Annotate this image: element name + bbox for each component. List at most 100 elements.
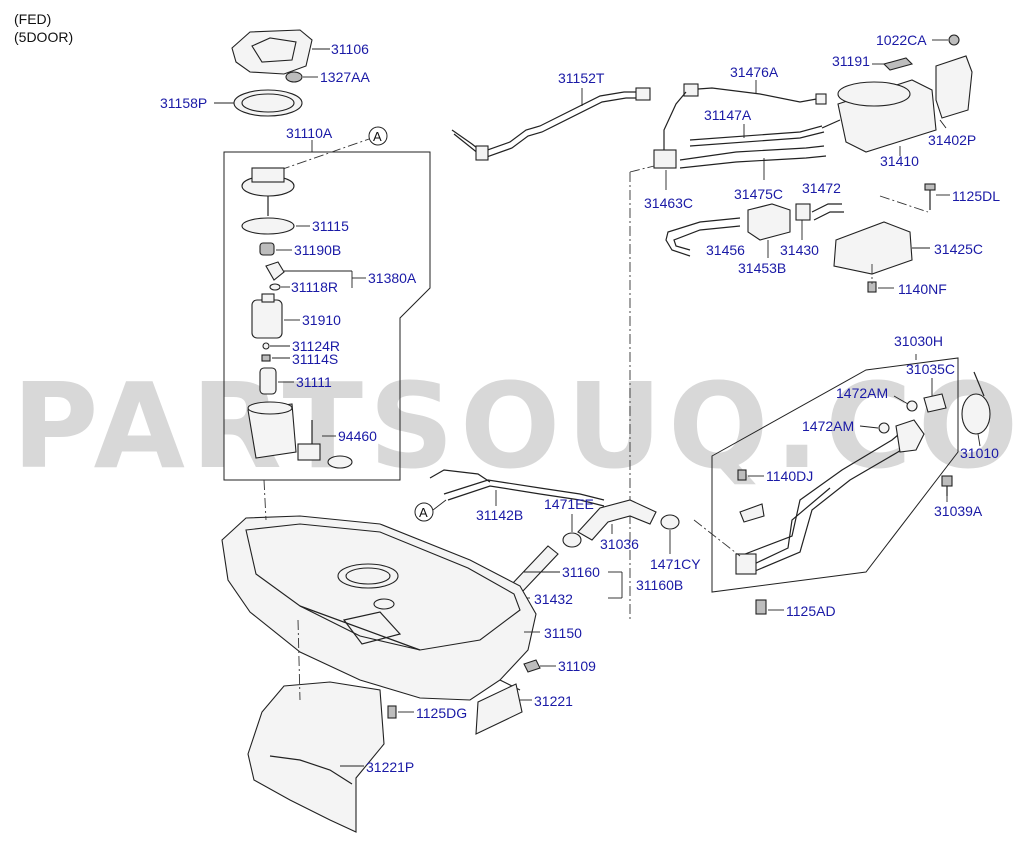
hose-31472 xyxy=(811,203,844,221)
label-1140nf[interactable]: 1140NF xyxy=(898,281,947,297)
clamp-1471ee xyxy=(562,514,582,548)
label-31380a[interactable]: 31380A xyxy=(368,270,417,286)
bolt-1125dg xyxy=(387,705,414,719)
label-31191[interactable]: 31191 xyxy=(832,53,870,69)
filler-neck-31030h xyxy=(735,429,911,575)
label-31035c[interactable]: 31035C xyxy=(906,361,955,377)
label-1140dj[interactable]: 1140DJ xyxy=(766,468,813,484)
fuel-cap-31010 xyxy=(961,371,991,447)
o-ring-31115 xyxy=(241,217,310,235)
label-31039a[interactable]: 31039A xyxy=(934,503,983,519)
lock-ring-31158p xyxy=(214,89,303,117)
hose-31476a xyxy=(683,80,827,105)
bracket-31425c xyxy=(833,221,930,275)
fuel-pump-31111 xyxy=(259,367,294,395)
pump-cover-gasket xyxy=(231,29,330,75)
ref-marker-a-mid xyxy=(414,502,434,522)
label-1125dl[interactable]: 1125DL xyxy=(952,188,1000,204)
label-31110a[interactable]: 31110A xyxy=(286,125,333,141)
filler-head xyxy=(895,419,925,453)
label-31115[interactable]: 31115 xyxy=(312,218,349,234)
clip-1472am-upper xyxy=(893,395,918,412)
filler-hose-31036 xyxy=(577,499,657,541)
label-31463c[interactable]: 31463C xyxy=(644,195,693,211)
label-31150[interactable]: 31150 xyxy=(544,625,582,641)
label-31456[interactable]: 31456 xyxy=(706,242,745,258)
seal-31114s xyxy=(261,354,290,362)
vapor-tube-31152t xyxy=(451,87,651,161)
label-31030h[interactable]: 31030H xyxy=(894,333,943,349)
label-31147a[interactable]: 31147A xyxy=(704,107,752,123)
label-31425c[interactable]: 31425C xyxy=(934,241,983,257)
label-31124r[interactable]: 31124R xyxy=(292,338,340,354)
pump-module-box xyxy=(223,151,431,481)
filter-31910 xyxy=(251,293,300,339)
label-1327aa[interactable]: 1327AA xyxy=(320,69,370,85)
label-1472am-upper[interactable]: 1472AM xyxy=(836,385,888,401)
label-31160b[interactable]: 31160B xyxy=(636,577,683,593)
label-31453b[interactable]: 31453B xyxy=(738,260,786,276)
label-31114s[interactable]: 31114S xyxy=(292,351,338,367)
label-31472[interactable]: 31472 xyxy=(802,180,841,196)
label-31432[interactable]: 31432 xyxy=(534,591,573,607)
sender-94460 xyxy=(297,420,353,469)
label-31910[interactable]: 31910 xyxy=(302,312,341,328)
label-1022ca[interactable]: 1022CA xyxy=(876,32,927,48)
label-94460[interactable]: 94460 xyxy=(338,428,377,444)
hose-31475c xyxy=(679,145,827,180)
heat-shield-31221 xyxy=(475,683,532,735)
reservoir-cup xyxy=(247,401,297,459)
label-31221[interactable]: 31221 xyxy=(534,693,573,709)
label-1471cy[interactable]: 1471CY xyxy=(650,556,701,572)
screw-31039a xyxy=(941,475,953,502)
label-31402p[interactable]: 31402P xyxy=(928,132,976,148)
label-31106[interactable]: 31106 xyxy=(331,41,369,57)
fuel-tank-31150 xyxy=(221,515,540,701)
hose-31147a xyxy=(689,124,825,147)
watermark-text: PARTSOUQ.COM xyxy=(12,357,1020,495)
bolt-1125ad xyxy=(755,599,784,615)
label-31152t[interactable]: 31152T xyxy=(558,70,605,86)
nut-1022ca xyxy=(932,34,960,46)
label-31160[interactable]: 31160 xyxy=(562,564,600,580)
valve-31463c xyxy=(653,91,687,190)
hose-31142b xyxy=(429,469,605,507)
ref-marker-a-top xyxy=(368,126,388,146)
label-31036[interactable]: 31036 xyxy=(600,536,639,552)
hose-31456 xyxy=(665,217,741,257)
seal-31124r xyxy=(262,342,290,350)
pump-flange-31110a xyxy=(241,167,295,216)
label-31142b[interactable]: 31142B xyxy=(476,507,523,523)
bracket-31402p xyxy=(935,55,973,129)
cap-31190b xyxy=(259,242,292,256)
label-31190b[interactable]: 31190B xyxy=(294,242,341,258)
label-31109[interactable]: 31109 xyxy=(558,658,596,674)
label-31475c[interactable]: 31475C xyxy=(734,186,783,202)
label-31158p[interactable]: 31158P xyxy=(160,95,207,111)
label-31221p[interactable]: 31221P xyxy=(366,759,414,775)
label-31118r[interactable]: 31118R xyxy=(291,279,338,295)
label-31476a[interactable]: 31476A xyxy=(730,64,779,80)
ring-31118r xyxy=(269,283,290,291)
label-31430[interactable]: 31430 xyxy=(780,242,819,258)
label-31010[interactable]: 31010 xyxy=(960,445,999,461)
ref-marker-a-top-text: A xyxy=(373,129,382,144)
canister-filter-31453b xyxy=(747,203,791,258)
label-31410[interactable]: 31410 xyxy=(880,153,919,169)
heat-shield-31221p xyxy=(247,681,385,833)
canister-31410 xyxy=(821,79,937,156)
nut-31109 xyxy=(523,659,556,673)
label-1471ee[interactable]: 1471EE xyxy=(544,496,594,512)
label-1125dg[interactable]: 1125DG xyxy=(416,705,467,721)
clamp-1471cy xyxy=(660,514,680,554)
filler-neck-box xyxy=(711,357,959,593)
fitting-31430 xyxy=(795,203,811,240)
header-5door: (5DOOR) xyxy=(14,29,73,45)
label-1125ad[interactable]: 1125AD xyxy=(786,603,836,619)
bolt-1140dj xyxy=(737,469,765,523)
label-31111[interactable]: 31111 xyxy=(296,374,332,390)
ref-marker-a-mid-text: A xyxy=(419,505,428,520)
filter-31191 xyxy=(872,57,914,71)
label-1472am-lower[interactable]: 1472AM xyxy=(802,418,854,434)
